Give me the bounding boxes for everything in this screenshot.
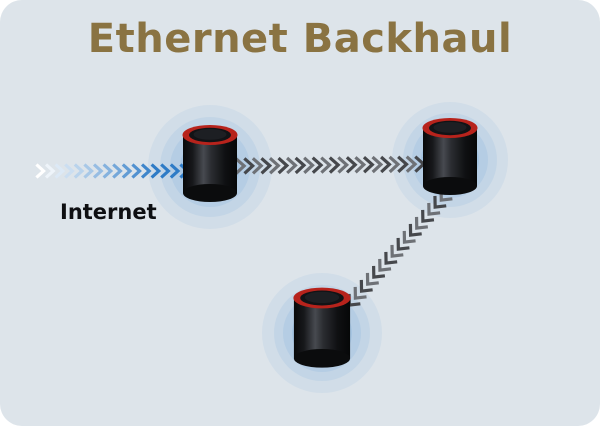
diagram-title: Ethernet Backhaul xyxy=(87,16,513,62)
internet-arrow xyxy=(35,163,190,179)
mesh-router-1 xyxy=(182,125,238,202)
internet-label: Internet xyxy=(60,200,157,224)
mesh-router-2 xyxy=(422,118,478,195)
ethernet-cable-router1-router2 xyxy=(234,155,435,175)
mesh-router-3 xyxy=(293,287,351,368)
